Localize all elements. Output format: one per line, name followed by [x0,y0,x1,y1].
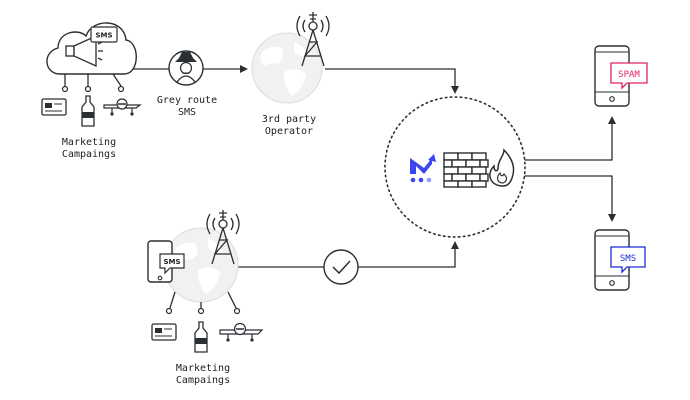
marketing-top-label-2: Campaings [62,149,116,160]
spy-icon [175,52,197,83]
third-party-operator: 3rd party Operator [251,12,330,137]
marketing-bottom-label-1: Marketing [176,363,230,374]
globe-icon [163,227,239,303]
cell-tower-icon [296,12,330,67]
cell-tower-icon [206,210,240,265]
brick-wall-icon [443,152,489,188]
sms-badge-label-bottom: SMS [163,258,180,266]
sms-bubble [610,246,646,274]
connector-lines [118,65,616,268]
phone-icon: SMS [147,240,185,283]
spam-label: SPAM [618,70,640,80]
phone-spam: SPAM [594,45,648,107]
sms-badge [90,26,118,43]
sms-label: SMS [620,254,636,264]
brand-logo-icon [410,154,436,183]
spam-bubble [610,62,648,90]
marketing-campaign-bottom: SMS Marketing Campaings [147,210,264,386]
airplane-icon [219,322,264,342]
globe-icon [251,32,323,104]
third-party-label-1: 3rd party [262,114,316,125]
grey-route-label-2: SMS [178,107,196,118]
phone-sms: SMS [594,229,646,291]
flame-icon [489,148,515,187]
verified-check [323,249,359,285]
marketing-bottom-label-2: Campaings [176,375,230,386]
sms-badge-label: SMS [95,32,112,40]
bottle-icon [194,321,208,353]
credit-card-icon [151,323,177,341]
sms-firewall [384,96,526,238]
airplane-icon [103,98,142,116]
credit-card-icon [41,98,67,116]
bottle-icon [81,95,95,127]
check-icon [332,260,351,275]
third-party-label-2: Operator [265,126,313,137]
grey-route-node: Grey route SMS [157,50,217,118]
grey-route-label-1: Grey route [157,95,217,106]
marketing-top-label-1: Marketing [62,137,116,148]
marketing-campaign-top: SMS Marketing Campaings [41,22,142,160]
